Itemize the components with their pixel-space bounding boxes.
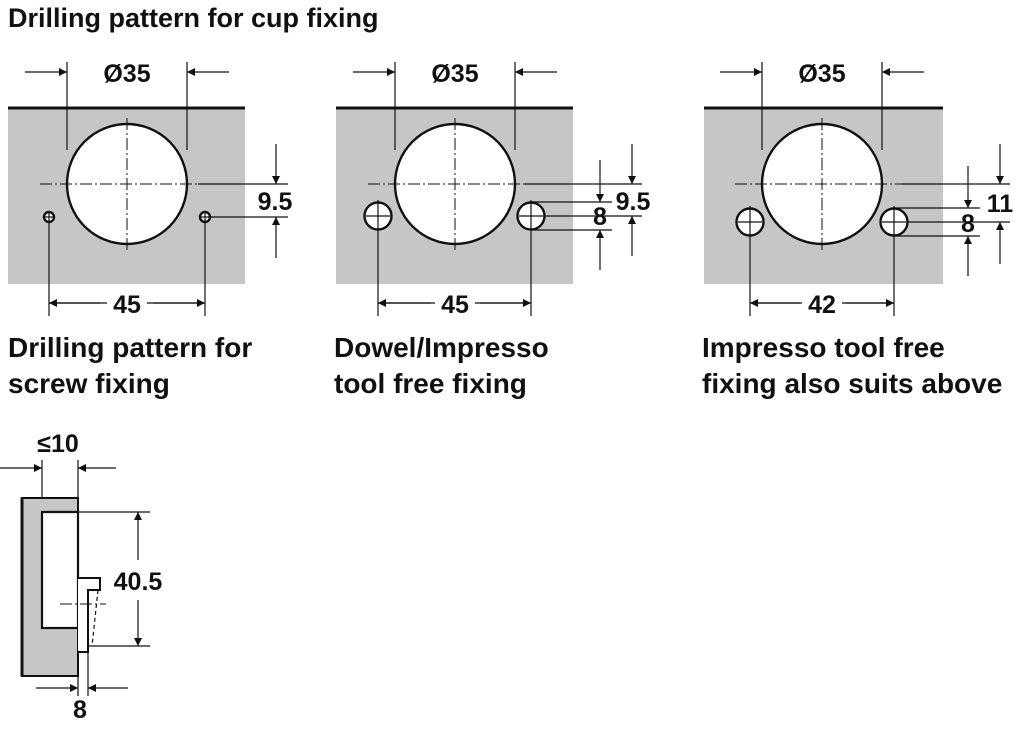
page-title: Drilling pattern for cup fixing	[8, 3, 379, 33]
spacing-label: 45	[441, 291, 469, 319]
diameter-label: Ø35	[103, 60, 150, 88]
edge-distance-label: ≤10	[37, 430, 79, 458]
bottom-dim-label: 8	[73, 696, 87, 724]
diameter-label: Ø35	[431, 60, 478, 88]
screw-fixing-diagram: Ø35 9.5 45 Drilling pattern for screw fi…	[8, 60, 292, 399]
caption-line-1: Impresso tool free	[702, 332, 945, 363]
hole-diameter-label: 8	[961, 210, 975, 238]
side-view-diagram: ≤10 40.5 8	[0, 430, 162, 724]
caption-line-1: Dowel/Impresso	[334, 332, 549, 363]
hole-diameter-label: 8	[593, 203, 607, 231]
dowel-profile	[78, 577, 101, 653]
offset-label: 9.5	[258, 188, 293, 216]
caption-line-2: tool free fixing	[334, 368, 527, 399]
caption-line-2: fixing also suits above	[702, 368, 1002, 399]
diameter-label: Ø35	[798, 60, 845, 88]
depth-label: 40.5	[114, 568, 163, 596]
caption-line-1: Drilling pattern for	[8, 332, 252, 363]
offset-label: 11	[987, 190, 1014, 218]
spacing-label: 45	[113, 291, 141, 319]
caption-line-2: screw fixing	[8, 368, 170, 399]
offset-label: 9.5	[616, 188, 651, 216]
impresso-fixing-diagram: Ø35 8 11 42 Impresso tool free fixing al…	[702, 60, 1013, 399]
cup-recess	[40, 510, 80, 630]
spacing-label: 42	[808, 291, 836, 319]
dowel-fixing-diagram: Ø35 8 9.5 45 Dowel/Impresso tool free fi…	[334, 60, 650, 399]
